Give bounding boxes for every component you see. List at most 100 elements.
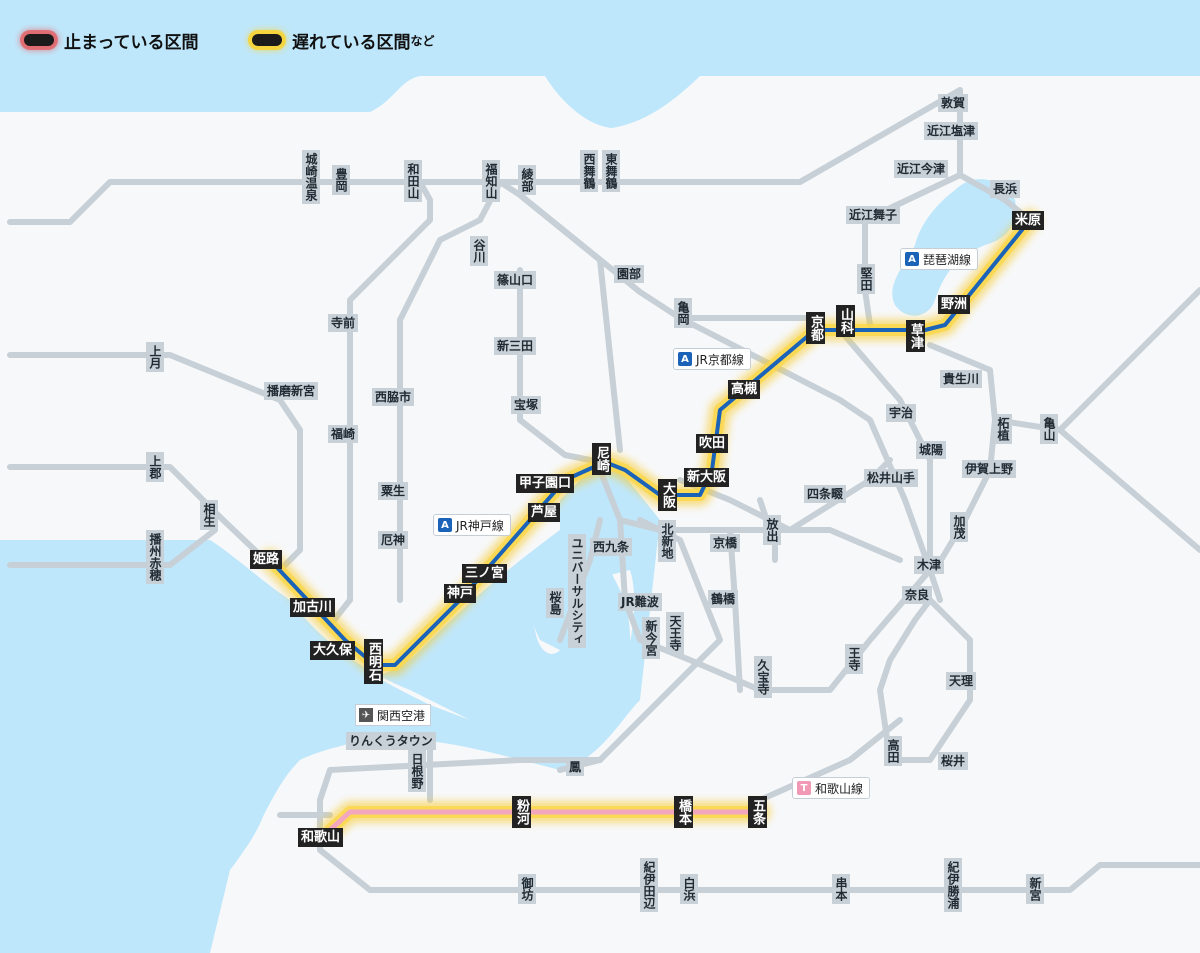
station-ao[interactable]: 粟生 (378, 482, 409, 500)
station-tsuruhashi[interactable]: 鶴橋 (708, 590, 739, 608)
station-omi-shiotsu[interactable]: 近江塩津 (924, 122, 979, 140)
kyoto-kobe-biwako-line (268, 218, 1032, 667)
legend-delayed: 遅れている区間など (252, 26, 435, 54)
station-ayabe[interactable]: 綾部 (518, 165, 536, 195)
station-banshu-ako[interactable]: 播州赤穂 (146, 530, 164, 584)
station-wakayama[interactable]: 和歌山 (298, 828, 344, 847)
station-suita[interactable]: 吹田 (696, 434, 729, 453)
station-otori[interactable]: 鳳 (566, 758, 585, 776)
station-kyu-hoji[interactable]: 久宝寺 (754, 656, 772, 698)
station-takarazuka[interactable]: 宝塚 (511, 396, 542, 414)
station-matsuiyamate[interactable]: 松井山手 (864, 469, 919, 487)
station-kobe[interactable]: 神戸 (444, 584, 477, 603)
station-kamigori[interactable]: 上郡 (146, 452, 164, 482)
line-badge-icon: T (797, 781, 811, 795)
station-kamo[interactable]: 加茂 (950, 512, 968, 542)
station-kameoka[interactable]: 亀岡 (674, 298, 692, 328)
station-tanigawa[interactable]: 谷川 (470, 236, 488, 266)
station-sakurajima[interactable]: 桜島 (546, 588, 564, 618)
station-takatsuki[interactable]: 高槻 (728, 380, 761, 399)
station-okubo[interactable]: 大久保 (310, 641, 356, 660)
station-nara[interactable]: 奈良 (902, 586, 933, 604)
station-hashimoto[interactable]: 橋本 (674, 796, 693, 828)
station-shirahama[interactable]: 白浜 (680, 874, 698, 904)
station-sakurai[interactable]: 桜井 (938, 752, 969, 770)
station-tsuge[interactable]: 柘植 (994, 414, 1012, 444)
station-takada[interactable]: 高田 (884, 736, 902, 766)
station-rinku-town[interactable]: りんくうタウン (346, 732, 436, 750)
station-kii-tanabe[interactable]: 紀伊田辺 (640, 858, 658, 912)
station-tsuruga[interactable]: 敦賀 (938, 94, 969, 112)
station-osaka[interactable]: 大阪 (658, 479, 677, 511)
legend: 止まっている区間 遅れている区間など (0, 0, 1200, 76)
station-shingu[interactable]: 新宮 (1026, 874, 1044, 904)
station-shin-sanda[interactable]: 新三田 (494, 337, 537, 355)
station-usj[interactable]: ユニバーサルシティ (568, 534, 586, 648)
station-yamashina[interactable]: 山科 (836, 305, 855, 337)
station-shin-imamiya[interactable]: 新今宮 (642, 617, 660, 659)
station-yakujin[interactable]: 厄神 (378, 531, 409, 549)
station-hanaten[interactable]: 放出 (763, 515, 781, 545)
station-omi-maiko[interactable]: 近江舞子 (846, 206, 901, 224)
station-higashi-maizuru[interactable]: 東舞鶴 (602, 150, 620, 192)
station-fukusaki[interactable]: 福崎 (328, 425, 359, 443)
station-nishiwakishi[interactable]: 西脇市 (372, 388, 415, 406)
station-kizu[interactable]: 木津 (914, 556, 945, 574)
station-amagasaki[interactable]: 尼崎 (592, 443, 611, 475)
station-kami-tsukimizu[interactable]: 上月 (146, 342, 164, 372)
station-yasu[interactable]: 野洲 (938, 295, 971, 314)
station-kusatsu[interactable]: 草津 (906, 320, 925, 352)
station-nishi-akashi[interactable]: 西明石 (364, 639, 383, 684)
station-shin-osaka[interactable]: 新大阪 (684, 468, 730, 487)
station-hineno[interactable]: 日根野 (408, 750, 426, 792)
station-uji[interactable]: 宇治 (886, 404, 917, 422)
line-tag-label: JR京都線 (696, 352, 744, 367)
station-fukuchiyama[interactable]: 福知山 (482, 160, 500, 202)
station-iga-ueno[interactable]: 伊賀上野 (962, 460, 1017, 478)
station-kameyama[interactable]: 亀山 (1040, 414, 1058, 444)
airport-kansai[interactable]: ✈関西空港 (355, 704, 432, 726)
station-nishikujo[interactable]: 西九条 (590, 538, 633, 556)
stopped-indicator-icon (24, 34, 54, 46)
station-sonobe[interactable]: 園部 (614, 265, 645, 283)
station-tenri[interactable]: 天理 (946, 672, 977, 690)
station-sannomiya[interactable]: 三ノ宮 (462, 564, 508, 583)
legend-stopped: 止まっている区間 (24, 26, 198, 54)
station-himeji[interactable]: 姫路 (250, 550, 283, 569)
station-gojo[interactable]: 五条 (748, 796, 767, 828)
station-kyobashi[interactable]: 京橋 (710, 534, 741, 552)
legend-delayed-suffix: など (410, 33, 435, 48)
station-nishi-maizuru[interactable]: 西舞鶴 (580, 150, 598, 192)
station-teramae[interactable]: 寺前 (328, 314, 359, 332)
station-jr-namba[interactable]: JR難波 (618, 593, 662, 611)
station-shijonawate[interactable]: 四条畷 (804, 485, 847, 503)
station-gobo[interactable]: 御坊 (518, 874, 536, 904)
station-oji[interactable]: 王寺 (845, 644, 863, 674)
station-kinosaki[interactable]: 城崎温泉 (302, 150, 320, 204)
line-tag-label: 琵琶湖線 (923, 252, 972, 267)
station-kokawa[interactable]: 粉河 (512, 796, 531, 828)
station-toyooka[interactable]: 豊岡 (332, 165, 350, 195)
station-kibukawa[interactable]: 貴生川 (940, 370, 983, 388)
station-tennoji[interactable]: 天王寺 (666, 612, 684, 654)
station-nagahama[interactable]: 長浜 (990, 180, 1021, 198)
station-ashiya[interactable]: 芦屋 (528, 503, 561, 522)
station-kii-katsuura[interactable]: 紀伊勝浦 (944, 858, 962, 912)
station-kitashinchi[interactable]: 北新地 (658, 520, 676, 562)
station-kyoto[interactable]: 京都 (806, 312, 825, 344)
station-wadayama[interactable]: 和田山 (404, 160, 422, 202)
station-koshienguchi[interactable]: 甲子園口 (516, 474, 575, 493)
station-omi-imazu[interactable]: 近江今津 (894, 160, 949, 178)
station-harima-shingu[interactable]: 播磨新宮 (264, 382, 319, 400)
station-maibara[interactable]: 米原 (1012, 211, 1045, 230)
station-kakogawa[interactable]: 加古川 (290, 598, 336, 617)
station-katata[interactable]: 堅田 (857, 264, 875, 294)
station-kushimoto[interactable]: 串本 (832, 874, 850, 904)
station-joyo[interactable]: 城陽 (916, 441, 947, 459)
station-sasayamaguchi[interactable]: 篠山口 (494, 271, 537, 289)
station-aioi[interactable]: 相生 (200, 500, 218, 530)
